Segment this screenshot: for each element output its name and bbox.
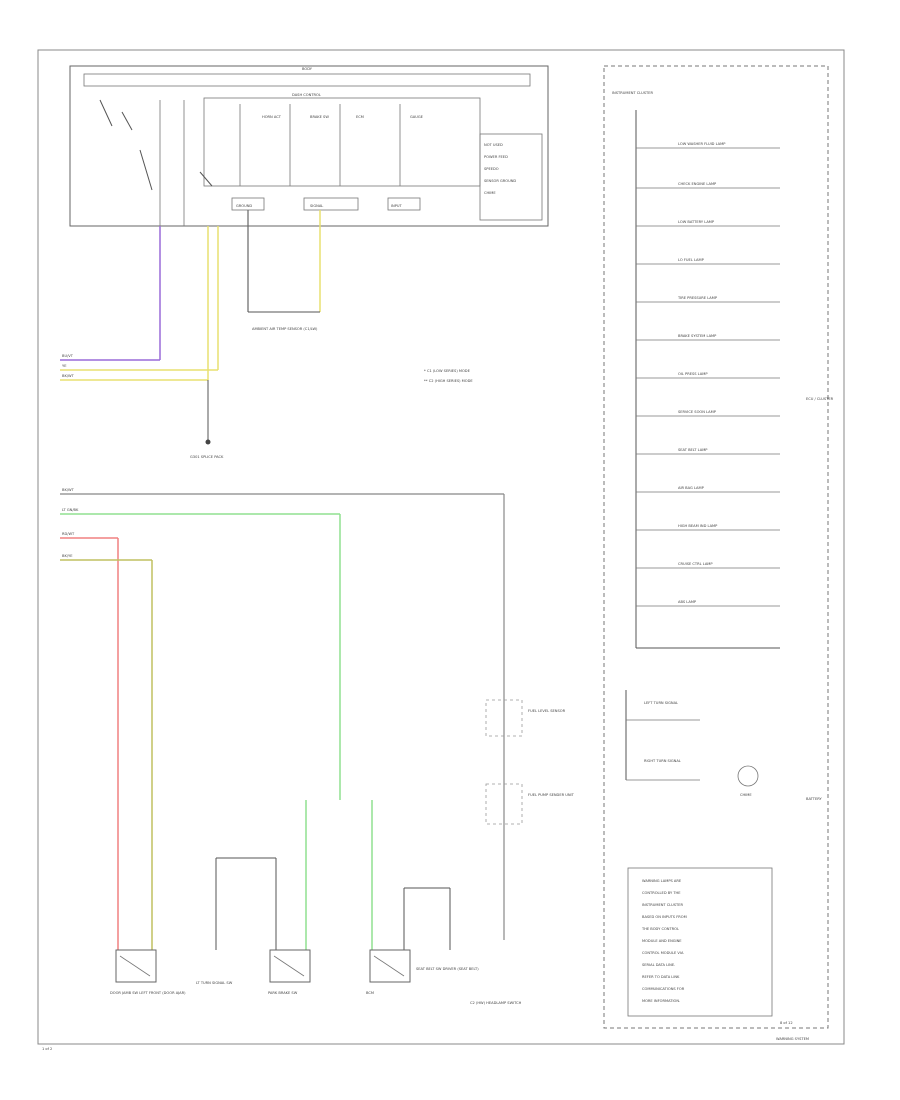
cluster-item-8: SERVICE SOON LAMP — [678, 410, 717, 414]
component-label-5: SEAT BELT SW DRIVER (SEAT BELT) — [416, 967, 479, 971]
cluster-row-3: LOW BATTERY LAMP — [636, 220, 780, 227]
cluster-row-7: OIL PRESS LAMP — [636, 372, 780, 379]
component-label-2: LT TURN SIGNAL SW — [196, 981, 233, 985]
ground-dot — [205, 439, 211, 445]
bottom-components: DOOR JAMB SW LEFT FRONT (DOOR AJAR) LT T… — [110, 949, 522, 1005]
component-label-3: PARK BRAKE SW — [268, 991, 298, 995]
left-wire-label-1: BU/VT — [62, 354, 74, 358]
cluster-row-8: SERVICE SOON LAMP — [636, 410, 780, 417]
bus-label: BODY — [302, 67, 313, 71]
note-line-4: BASED ON INPUTS FROM — [642, 915, 687, 919]
cluster-item-6: BRAKE SYSTEM LAMP — [678, 334, 717, 338]
note-line-1: WARNING LAMPS ARE — [642, 879, 682, 883]
note-2: POWER FEED — [484, 155, 508, 159]
note-line-5: THE BODY CONTROL — [641, 927, 679, 931]
component-box-1 — [115, 949, 157, 983]
note-line-10: COMMUNICATIONS FOR — [642, 987, 685, 991]
note-line-7: CONTROL MODULE VIA — [642, 951, 684, 955]
cluster-side-label-2: BATTERY — [806, 797, 823, 801]
cluster-row-12: CRUISE CTRL LAMP — [636, 562, 780, 569]
turn-label-2: RIGHT TURN SIGNAL — [644, 759, 681, 763]
cluster-row-2: CHECK ENGINE LAMP — [636, 182, 780, 189]
pressure-box-1 — [485, 699, 523, 737]
switch-2 — [159, 100, 213, 226]
switch-1 — [99, 99, 153, 191]
turn-label-1: LEFT TURN SIGNAL — [644, 701, 678, 705]
note-line-9: REFER TO DATA LINK — [642, 975, 680, 979]
lower-wire-label-1: BK/WT — [62, 488, 75, 492]
cluster-side-label: ECU / CLUSTER — [806, 397, 834, 401]
sub-label-3: INPUT — [391, 204, 403, 208]
cluster-item-1: LOW WASHER FLUID LAMP — [678, 142, 726, 146]
cluster-item-10: AIR BAG LAMP — [678, 486, 705, 490]
cluster-note-box — [627, 867, 773, 1017]
component-box-3 — [369, 949, 411, 983]
note-line-11: MORE INFORMATION. — [642, 999, 680, 1003]
dash-label: DASH CONTROL — [292, 93, 321, 97]
sub-label-1: GROUND — [236, 204, 252, 208]
pressure-label-2: FUEL PUMP SENDER UNIT — [528, 793, 575, 797]
cluster-item-13: ABS LAMP — [678, 600, 697, 604]
left-wire-label-3: BK/WT — [62, 374, 75, 378]
mid-legend-1: * C1 (LOW SERIES) MODE — [424, 369, 471, 373]
top-wires: G301 SPLICE PACK BU/VT YE BK/WT AMBIENT … — [60, 210, 473, 459]
cluster-item-4: LO FUEL LAMP — [678, 258, 705, 262]
cluster-row-1: LOW WASHER FLUID LAMP — [636, 142, 780, 149]
sub-label-2: SIGNAL — [310, 204, 323, 208]
lower-wire-label-2: LT GN/BK — [62, 508, 79, 512]
cluster-item-12: CRUISE CTRL LAMP — [678, 562, 713, 566]
cluster-header: INSTRUMENT CLUSTER — [612, 91, 653, 95]
note-4: SENSOR GROUND — [484, 179, 516, 183]
left-wire-label-2: YE — [62, 364, 67, 368]
chime-icon — [737, 765, 759, 787]
note-5: CHIME — [484, 191, 496, 195]
note-line-6: MODULE AND ENGINE — [642, 939, 682, 943]
component-box-2 — [269, 949, 311, 983]
lower-wire-label-4: BK/YE — [62, 554, 73, 558]
chime-label: CHIME — [740, 793, 752, 797]
module-label-3: ECM — [356, 115, 364, 119]
cluster-row-10: AIR BAG LAMP — [636, 486, 780, 493]
module-label-4: GAUGE — [410, 115, 424, 119]
page-ref: 8 of 12 — [780, 1021, 793, 1025]
lower-wiring: BK/WT LT GN/BK RD/WT BK/YE FUEL LEVEL SE… — [60, 488, 575, 950]
note-line-2: CONTROLLED BY THE — [642, 891, 681, 895]
cluster-row-11: HIGH BEAM IND LAMP — [636, 524, 780, 531]
module-label-1: HORN ACT — [262, 115, 282, 119]
cluster-item-11: HIGH BEAM IND LAMP — [678, 524, 718, 528]
cluster-row-9: SEAT BELT LAMP — [636, 448, 780, 455]
component-label-1: DOOR JAMB SW LEFT FRONT (DOOR AJAR) — [110, 991, 186, 995]
cluster-item-2: CHECK ENGINE LAMP — [678, 182, 717, 186]
note-3: SPEEDO — [484, 167, 499, 171]
cluster-item-7: OIL PRESS LAMP — [678, 372, 708, 376]
pressure-label-1: FUEL LEVEL SENSOR — [528, 709, 566, 713]
module-label-2: BRAKE SW — [310, 115, 329, 119]
note-1: NOT USED — [484, 143, 503, 147]
component-label-4: BCM — [366, 991, 374, 995]
pressure-box-2 — [485, 783, 523, 825]
ground-label: G301 SPLICE PACK — [190, 455, 224, 459]
cluster-row-6: BRAKE SYSTEM LAMP — [636, 334, 780, 341]
mid-legend-2: ** C2 (HIGH SERIES) MODE — [424, 379, 473, 383]
top-module: BODY DASH CONTROL HORN ACT BRAKE SW ECM … — [69, 65, 549, 227]
sensor-label: AMBIENT AIR TEMP SENSOR (C1/LW) — [252, 327, 318, 331]
cluster-row-5: TIRE PRESSURE LAMP — [636, 296, 780, 303]
cluster-item-9: SEAT BELT LAMP — [678, 448, 708, 452]
instrument-cluster-panel: INSTRUMENT CLUSTER ECU / CLUSTER BATTERY… — [603, 65, 834, 1029]
lower-wire-label-3: RD/WT — [62, 532, 75, 536]
cluster-row-13: ABS LAMP — [636, 600, 780, 607]
note-line-8: SERIAL DATA LINE. — [642, 963, 675, 967]
note-line-3: INSTRUMENT CLUSTER — [642, 903, 683, 907]
cluster-row-4: LO FUEL LAMP — [636, 258, 780, 265]
footer-right: WARNING SYSTEM — [776, 1037, 809, 1041]
cluster-item-5: TIRE PRESSURE LAMP — [677, 296, 718, 300]
component-label-6: C2 (HW) HEADLAMP SWITCH — [470, 1001, 522, 1005]
cluster-item-3: LOW BATTERY LAMP — [678, 220, 715, 224]
footer-left: 1 of 2 — [42, 1047, 52, 1051]
